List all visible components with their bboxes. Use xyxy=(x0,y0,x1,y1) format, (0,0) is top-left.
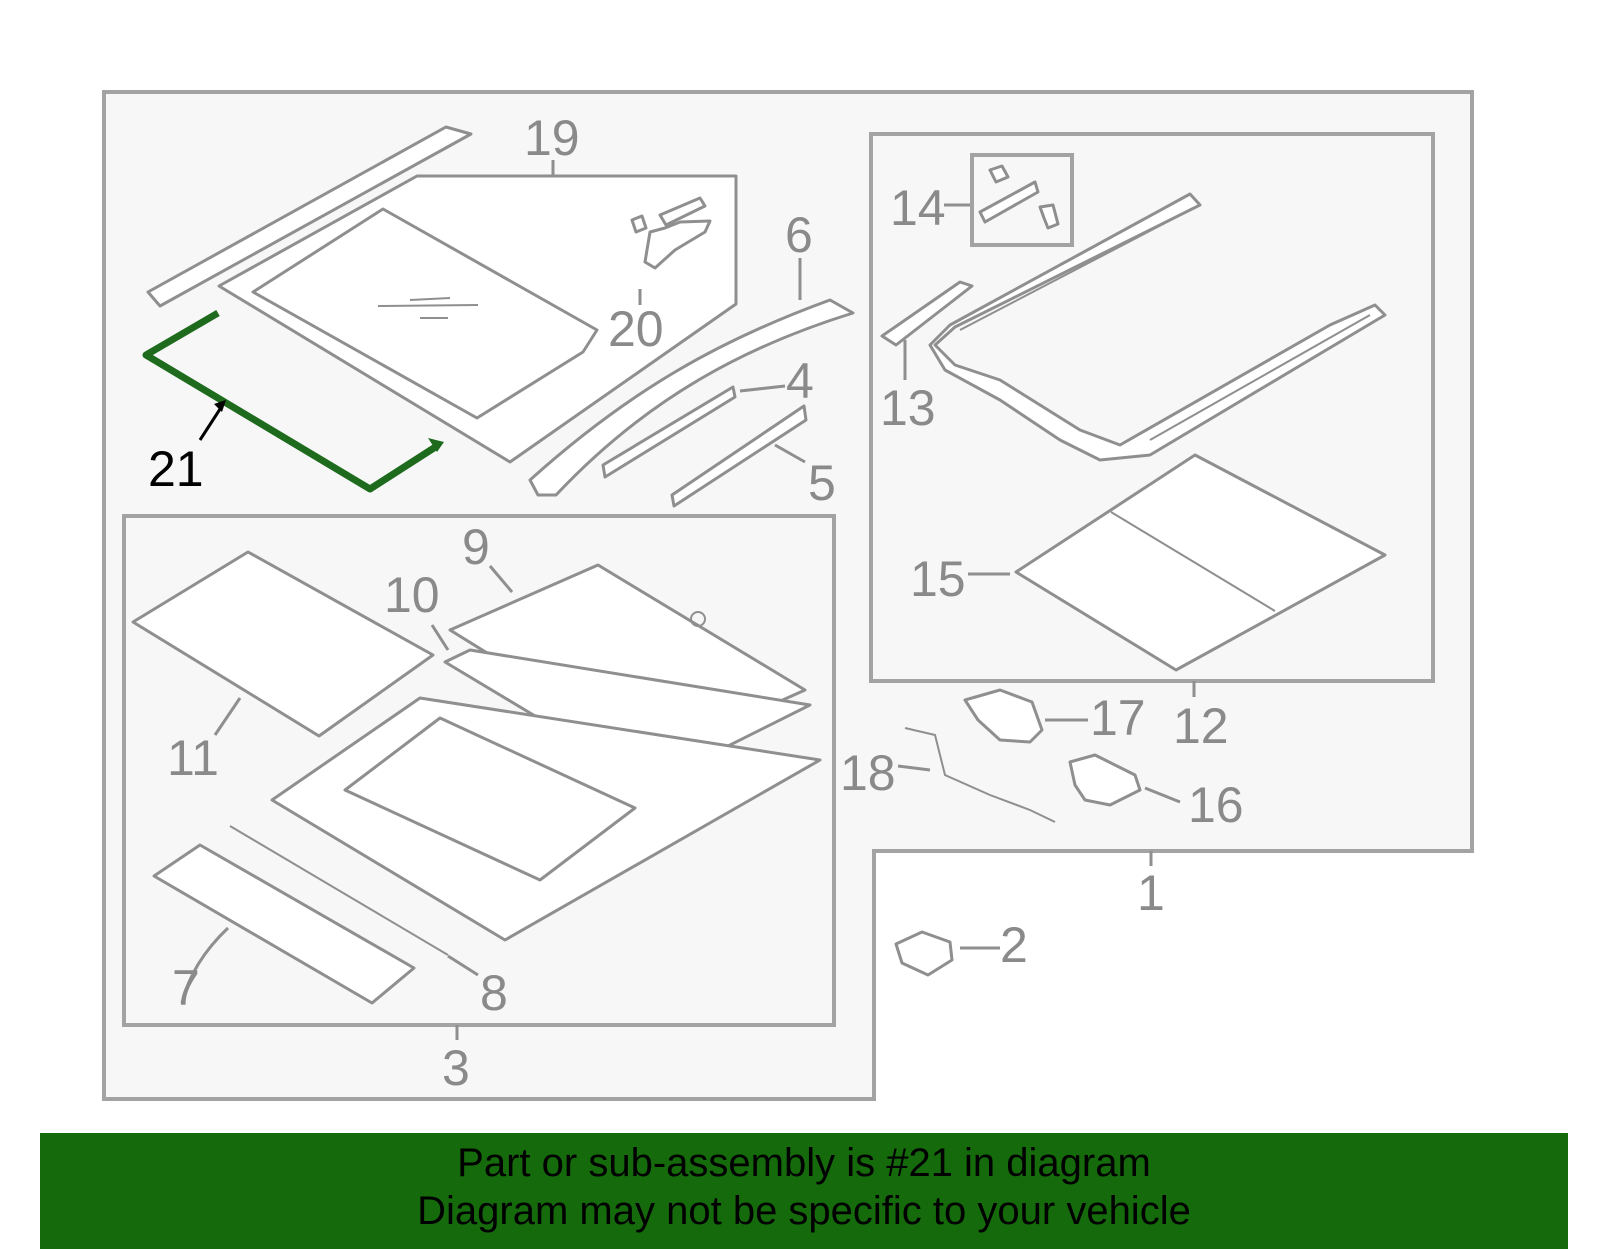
panel-9-hole xyxy=(690,611,706,627)
callout-16: 16 xyxy=(1188,777,1244,833)
banner-line-2: Diagram may not be specific to your vehi… xyxy=(417,1189,1191,1233)
callout-10: 10 xyxy=(384,567,440,623)
callout-15: 15 xyxy=(910,551,966,607)
callout-12: 12 xyxy=(1173,698,1229,754)
sun-shade-15 xyxy=(1014,453,1387,672)
callout-2: 2 xyxy=(1000,917,1028,973)
callout-18: 18 xyxy=(840,745,896,801)
kit-parts-14 xyxy=(978,164,1060,230)
harness-18 xyxy=(904,727,1056,823)
callout-4: 4 xyxy=(786,353,814,409)
sunroof-rail-12 xyxy=(959,209,1371,441)
callout-9: 9 xyxy=(462,519,490,575)
callout-7: 7 xyxy=(172,960,200,1016)
arrow-21 xyxy=(214,400,226,412)
bracket-2 xyxy=(894,930,954,977)
roof-opening-3 xyxy=(343,716,637,882)
front-rail xyxy=(146,125,473,308)
strip-8 xyxy=(229,825,449,956)
banner-line-1: Part or sub-assembly is #21 in diagram xyxy=(457,1141,1151,1185)
callout-20: 20 xyxy=(608,301,664,357)
leader-4 xyxy=(739,384,786,393)
callout-17: 17 xyxy=(1090,690,1146,746)
rail-6 xyxy=(528,298,855,497)
callout-8: 8 xyxy=(480,965,508,1021)
trim-4 xyxy=(601,385,737,479)
sun-shade-seam-15 xyxy=(1110,511,1276,612)
panel-7 xyxy=(152,843,416,1005)
glass-mark-19 xyxy=(377,297,479,319)
leader-8 xyxy=(447,954,479,977)
glass-inner-19 xyxy=(251,207,599,420)
callout-21: 21 xyxy=(148,441,204,497)
trim-5 xyxy=(670,404,808,508)
seal-21 xyxy=(142,309,439,493)
info-banner: Part or sub-assembly is #21 in diagram D… xyxy=(40,1133,1568,1249)
callout-14: 14 xyxy=(890,180,946,236)
seal-21-end xyxy=(428,438,444,452)
callout-5: 5 xyxy=(808,455,836,511)
motor-17 xyxy=(963,688,1044,744)
callout-3: 3 xyxy=(442,1040,470,1096)
callout-1: 1 xyxy=(1137,865,1165,921)
callout-6: 6 xyxy=(785,207,813,263)
callout-13: 13 xyxy=(880,380,936,436)
sunroof-frame-12 xyxy=(928,192,1387,462)
leader-11 xyxy=(213,697,242,736)
clip-20 xyxy=(630,196,712,270)
callout-11: 11 xyxy=(167,730,219,786)
callout-19: 19 xyxy=(524,110,580,166)
leader-16 xyxy=(1144,786,1181,804)
leader-9 xyxy=(488,565,514,593)
leader-10 xyxy=(430,624,450,651)
bracket-16 xyxy=(1068,753,1142,807)
leader-7 xyxy=(180,926,230,1004)
leader-21 xyxy=(198,405,224,441)
leader-18 xyxy=(897,764,931,772)
glass-11 xyxy=(131,550,435,738)
deflector-13 xyxy=(880,280,974,347)
leader-5 xyxy=(774,443,806,464)
